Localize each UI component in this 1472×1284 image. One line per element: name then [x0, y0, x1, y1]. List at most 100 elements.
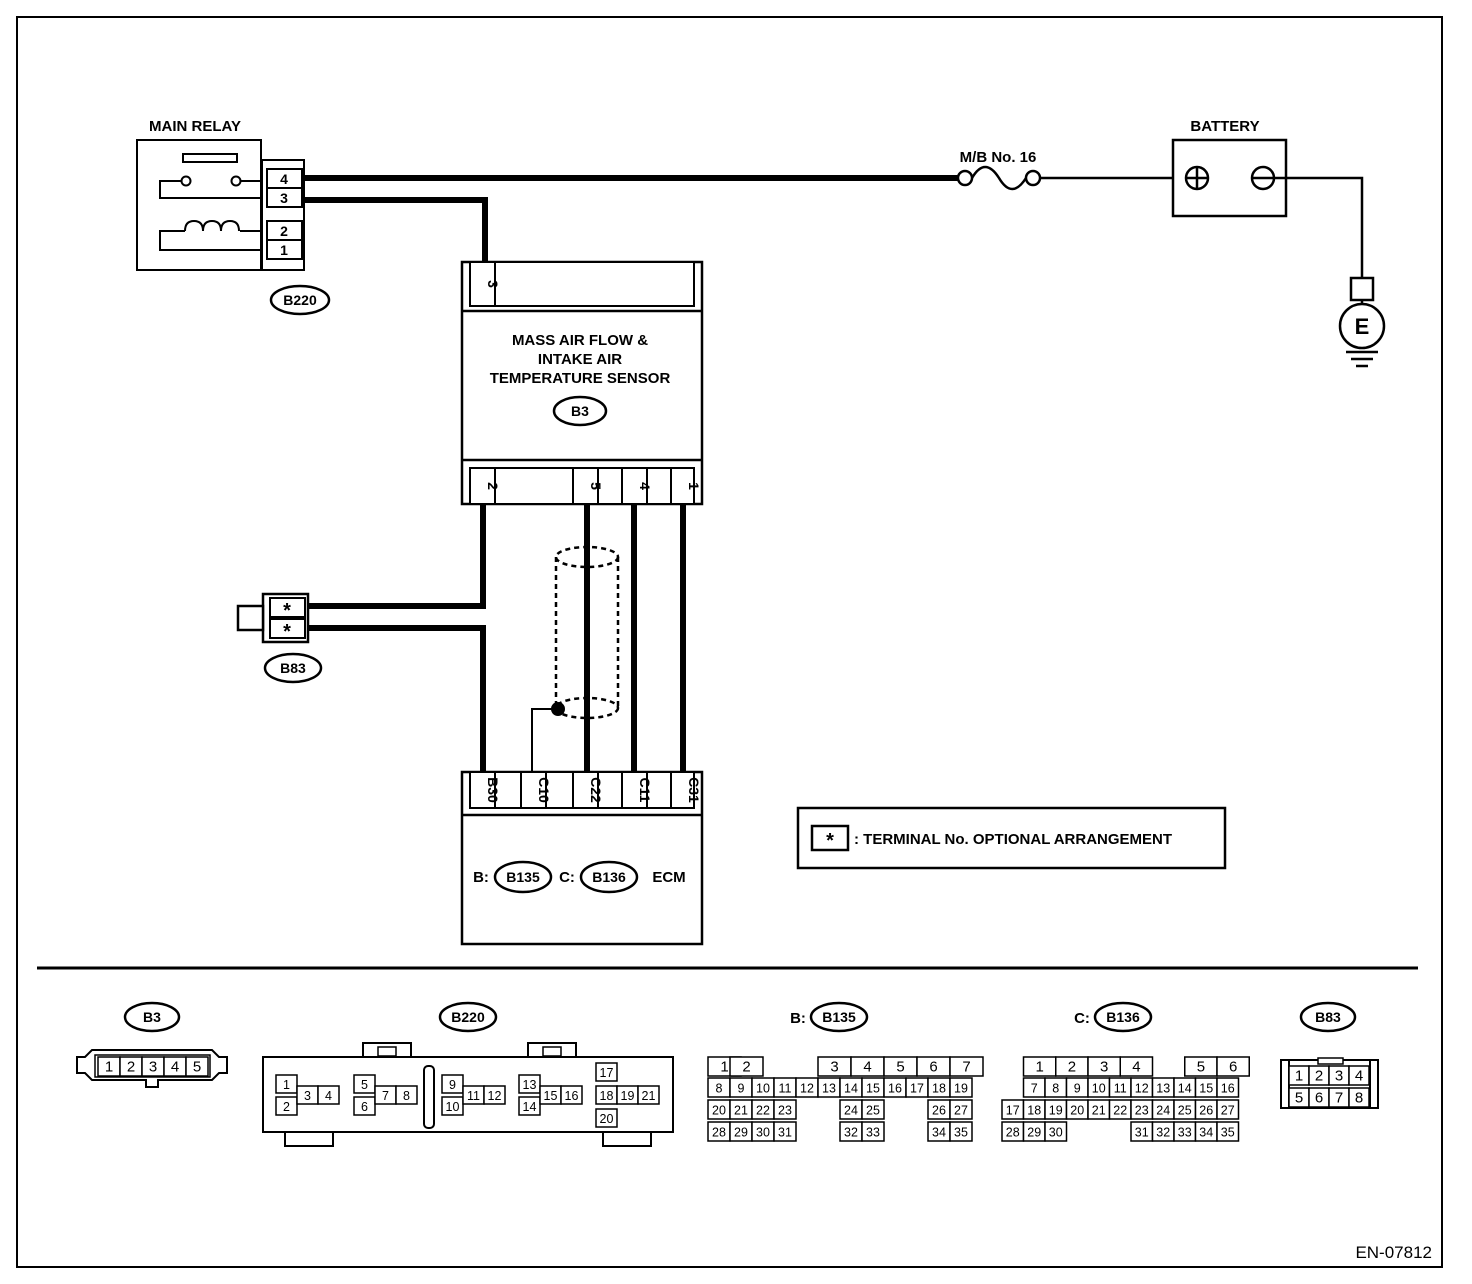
- pin-cell: [1119, 1056, 1154, 1077]
- maf-label-line3: TEMPERATURE SENSOR: [490, 370, 671, 387]
- b135-pin-label: 13: [822, 1082, 836, 1096]
- pin-cell: [317, 1085, 340, 1105]
- legend-box: [796, 806, 1227, 870]
- wire-b83-ecm-b30: [302, 625, 486, 772]
- pin-label: 19: [621, 1089, 635, 1103]
- b83-pin-label: 2: [1315, 1068, 1323, 1085]
- badge-b136-view-label: B136: [1106, 1009, 1140, 1025]
- connector-badge-b135-label: B135: [506, 869, 540, 885]
- relay-contact-bar: [182, 153, 238, 163]
- b135-pin-label: 6: [929, 1059, 937, 1076]
- b135-pin-label: 35: [954, 1126, 968, 1140]
- ground-terminal: [1349, 276, 1375, 302]
- connector-badge-b83-label: B83: [280, 660, 306, 676]
- b136-pin-label: 27: [1221, 1104, 1235, 1118]
- b136-pin-label: 29: [1027, 1126, 1041, 1140]
- badge-b136-view: [1093, 1001, 1153, 1033]
- maf-pin: 5: [588, 482, 604, 490]
- pin-cell: [441, 1074, 464, 1094]
- pin-label: 1: [283, 1078, 290, 1092]
- b135-pin-label: 9: [738, 1082, 745, 1096]
- pin-cell: [1216, 1077, 1240, 1098]
- b135-pin-label: 27: [954, 1104, 968, 1118]
- shield-sides: [554, 557, 620, 708]
- pin-cell: [275, 1096, 298, 1116]
- pin-label: 17: [600, 1066, 614, 1080]
- b136-view-prefix: C:: [1074, 1010, 1090, 1027]
- pin-cell: [949, 1056, 984, 1077]
- b135-pin-label: 30: [756, 1126, 770, 1140]
- pin-cell: [518, 1074, 541, 1094]
- b136-pin-label: 32: [1156, 1126, 1170, 1140]
- ecm-label: ECM: [652, 869, 685, 886]
- pin-label: 14: [523, 1100, 537, 1114]
- pin-cell: [949, 1121, 973, 1142]
- b220-latch-tab: [542, 1046, 562, 1057]
- pin-label: 4: [325, 1089, 332, 1103]
- pin-cell: [861, 1099, 885, 1120]
- pin-cell: [773, 1099, 797, 1120]
- pin-cell: [483, 1085, 506, 1105]
- pin-label: 8: [403, 1089, 410, 1103]
- connector-badge-b83: [263, 652, 323, 684]
- b135-pin-label: 15: [866, 1082, 880, 1096]
- ecm-pin: B30: [485, 777, 501, 803]
- pin-cell: [518, 1096, 541, 1116]
- b136-pin-label: 34: [1199, 1126, 1213, 1140]
- pin-cell: [353, 1074, 376, 1094]
- pin-label: 5: [361, 1078, 368, 1092]
- pin-label: 3: [304, 1089, 311, 1103]
- wire-relay3-maf3: [302, 197, 488, 262]
- b136-pin-label: 11: [1114, 1082, 1127, 1096]
- b220-foot: [602, 1131, 652, 1147]
- b136-pin-label: 18: [1027, 1104, 1041, 1118]
- ecm-pin: C31: [686, 777, 702, 803]
- b136-pin-label: 9: [1074, 1082, 1081, 1096]
- shield-bottom: [554, 696, 620, 720]
- badge-b135-view: [809, 1001, 869, 1033]
- b136-pin-label: 14: [1178, 1082, 1192, 1096]
- connector-badge-b3: [552, 395, 608, 427]
- maf-pin: 4: [637, 482, 653, 490]
- pin-label: 11: [467, 1089, 480, 1103]
- maf-top-pin: 3: [485, 280, 501, 288]
- pin-label: 2: [283, 1100, 290, 1114]
- b135-pin-label: 23: [778, 1104, 792, 1118]
- pin-cell: [949, 1099, 973, 1120]
- b135-pin-label: 24: [844, 1104, 858, 1118]
- pin-cell: [595, 1062, 618, 1082]
- b135-pin-label: 25: [866, 1104, 880, 1118]
- ground-label: E: [1355, 314, 1370, 339]
- maf-label-line2: INTAKE AIR: [538, 351, 622, 368]
- b135-pin-label: 16: [888, 1082, 902, 1096]
- battery-label: BATTERY: [1190, 118, 1259, 135]
- pin-label: 7: [382, 1089, 389, 1103]
- pin-cell: [729, 1056, 764, 1077]
- pin-cell: [560, 1085, 583, 1105]
- b136-pin-label: 31: [1135, 1126, 1149, 1140]
- b136-pin-label: 15: [1199, 1082, 1213, 1096]
- b135-pin-label: 7: [962, 1059, 970, 1076]
- pin-cell: [949, 1077, 973, 1098]
- b135-pin-label: 1: [720, 1059, 728, 1076]
- outer-frame: [16, 16, 1443, 1268]
- b135-pin-label: 8: [716, 1082, 723, 1096]
- pin-cell: [395, 1085, 418, 1105]
- badge-b3-view: [123, 1001, 181, 1033]
- b135-pin-label: 33: [866, 1126, 880, 1140]
- relay-pin: 2: [280, 223, 288, 239]
- pin-label: 15: [544, 1089, 558, 1103]
- b136-pin-label: 5: [1197, 1059, 1205, 1076]
- b136-pin-label: 24: [1156, 1104, 1170, 1118]
- b136-pin-label: 22: [1113, 1104, 1127, 1118]
- b136-pin-label: 6: [1229, 1059, 1237, 1076]
- pin-cell: [1216, 1099, 1240, 1120]
- pin-cell: [275, 1074, 298, 1094]
- fuse-terminal-right: [1024, 169, 1042, 187]
- b83-pin-label: 6: [1315, 1090, 1323, 1107]
- b136-pin-label: 23: [1135, 1104, 1149, 1118]
- b136-pin-label: 13: [1156, 1082, 1170, 1096]
- badge-b3-view-label: B3: [143, 1009, 161, 1025]
